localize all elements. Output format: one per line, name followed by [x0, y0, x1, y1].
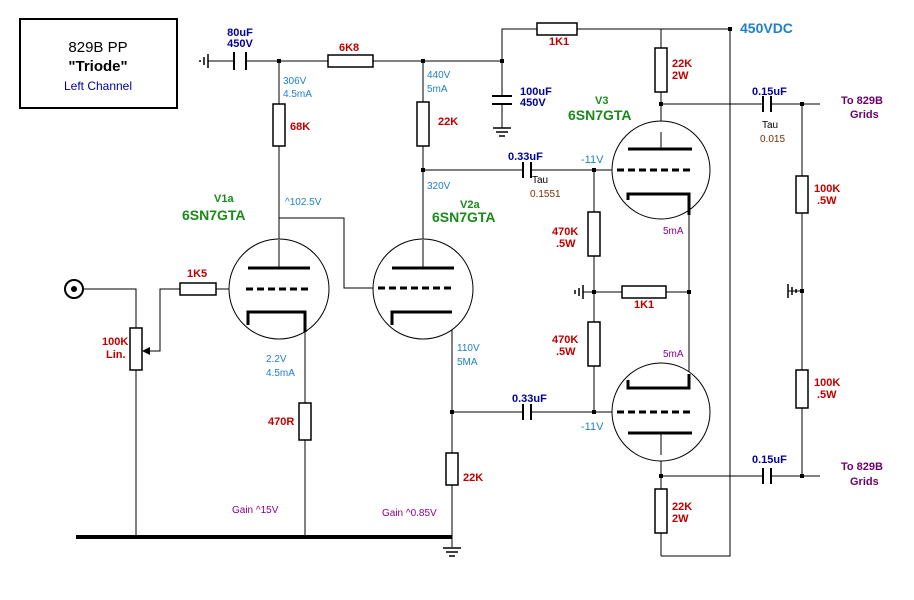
- c-input-rating: 450V: [227, 38, 253, 50]
- r-22k2w-bot-rating: 2W: [672, 513, 689, 525]
- resistor-22k2w-top: [654, 47, 668, 93]
- tube-v2a-type: 6SN7GTA: [432, 209, 496, 225]
- r-470k-bot-rating: .5W: [556, 346, 576, 358]
- v2-supply-voltage: 440V: [427, 70, 451, 81]
- tube-v2a-name: V2a: [460, 199, 480, 211]
- tau-top-value: 0.1551: [530, 189, 561, 200]
- resistors: [129, 22, 809, 534]
- tau-top-label: Tau: [532, 175, 548, 186]
- current-top: 5mA: [663, 226, 684, 237]
- grid-bot-voltage: -11V: [581, 421, 604, 433]
- r-22k2w-top-rating: 2W: [672, 70, 689, 82]
- resistor-22k-v2a: [416, 101, 430, 147]
- c-015-top-label: 0.15uF: [752, 86, 787, 98]
- resistor-6k8: [327, 54, 374, 68]
- title-line-1: 829B PP: [68, 39, 127, 56]
- tube-v3-name: V3: [595, 95, 608, 107]
- title-box: 829B PP "Triode" Left Channel: [19, 18, 178, 109]
- c-033-bot-label: 0.33uF: [512, 393, 547, 405]
- v1-supply-current: 4.5mA: [283, 89, 312, 100]
- output-bot-line2: Grids: [850, 476, 879, 488]
- output-bot-line1: To 829B: [841, 461, 883, 473]
- pot-100k: [129, 327, 143, 371]
- tau-right-value: 0.015: [760, 134, 785, 145]
- pot-wiper-arrow-icon: [142, 347, 150, 355]
- tube-v2a: [372, 238, 474, 340]
- r-68k-label: 68K: [290, 121, 310, 133]
- r-100k-top-value: 100K: [814, 183, 840, 195]
- title-line-3: Left Channel: [64, 79, 132, 93]
- title-line-2: "Triode": [68, 58, 127, 75]
- c-filter-value: 100uF: [520, 86, 552, 98]
- c-015-bot-label: 0.15uF: [752, 454, 787, 466]
- tube-v3-bottom: [611, 362, 711, 462]
- r-22k2w-top-value: 22K: [672, 58, 692, 70]
- tube-v1a-type: 6SN7GTA: [182, 207, 246, 223]
- r-1k1-top-label: 1K1: [549, 36, 569, 48]
- v1-plate-voltage: ^102.5V: [285, 197, 322, 208]
- resistor-22k2w-bot: [654, 488, 668, 534]
- resistor-470k-top: [587, 211, 601, 257]
- r-100k-bot-value: 100K: [814, 377, 840, 389]
- r-6k8-label: 6K8: [339, 42, 359, 54]
- r-22k-v2a-label: 22K: [438, 116, 458, 128]
- resistor-100k-top: [795, 175, 809, 214]
- tube-v3-top: [611, 120, 711, 220]
- r-100k-top-rating: .5W: [817, 195, 837, 207]
- r-22k2w-bot-value: 22K: [672, 501, 692, 513]
- r-470k-top-value: 470K: [552, 226, 578, 238]
- junction-dots: [134, 27, 804, 539]
- v2-cath-voltage: 110V: [457, 343, 480, 354]
- output-top-line1: To 829B: [841, 95, 883, 107]
- r-470k-top-rating: .5W: [556, 238, 576, 250]
- tau-right-label: Tau: [762, 120, 778, 131]
- v2-cath-current: 5MA: [457, 357, 478, 368]
- current-bot: 5mA: [663, 349, 684, 360]
- v1-supply-voltage: 306V: [283, 76, 307, 87]
- resistor-1k5: [179, 282, 217, 296]
- c-input-value: 80uF: [227, 27, 253, 39]
- supply-label: 450VDC: [740, 20, 793, 36]
- capacitors: [233, 52, 772, 484]
- pot-value-label: 100K: [102, 336, 128, 348]
- resistor-1k1-top: [536, 22, 578, 36]
- tube-v3-type: 6SN7GTA: [568, 107, 632, 123]
- tube-v1a-name: V1a: [214, 193, 234, 205]
- v2-supply-current: 5mA: [427, 84, 448, 95]
- gain-v1: Gain ^15V: [232, 505, 279, 516]
- resistor-470r: [298, 402, 312, 441]
- r-100k-bot-rating: .5W: [817, 389, 837, 401]
- c-033-top-label: 0.33uF: [508, 151, 543, 163]
- resistor-68k: [272, 103, 286, 147]
- resistor-470k-bot: [587, 321, 601, 367]
- grid-top-voltage: -11V: [581, 154, 604, 166]
- v1-cath-voltage: 2.2V: [266, 354, 287, 365]
- resistor-100k-bot: [795, 369, 809, 409]
- output-top-line2: Grids: [850, 109, 879, 121]
- r-470k-bot-value: 470K: [552, 334, 578, 346]
- r-22k-cath-label: 22K: [463, 472, 483, 484]
- v2-plate-voltage: 320V: [427, 181, 451, 192]
- r-1k1-mid-label: 1K1: [634, 299, 654, 311]
- input-jack-icon[interactable]: [64, 279, 84, 299]
- tube-v1a: [228, 238, 330, 340]
- resistor-22k-cath: [445, 452, 459, 486]
- resistor-1k1-mid: [621, 285, 667, 299]
- pot-type-label: Lin.: [106, 349, 126, 361]
- v1-cath-current: 4.5mA: [266, 368, 295, 379]
- c-filter-rating: 450V: [520, 97, 546, 109]
- ground-symbols: [199, 54, 797, 557]
- gain-v2: Gain ^0.85V: [382, 508, 437, 519]
- r-470r-label: 470R: [268, 416, 294, 428]
- r-1k5-label: 1K5: [187, 268, 207, 280]
